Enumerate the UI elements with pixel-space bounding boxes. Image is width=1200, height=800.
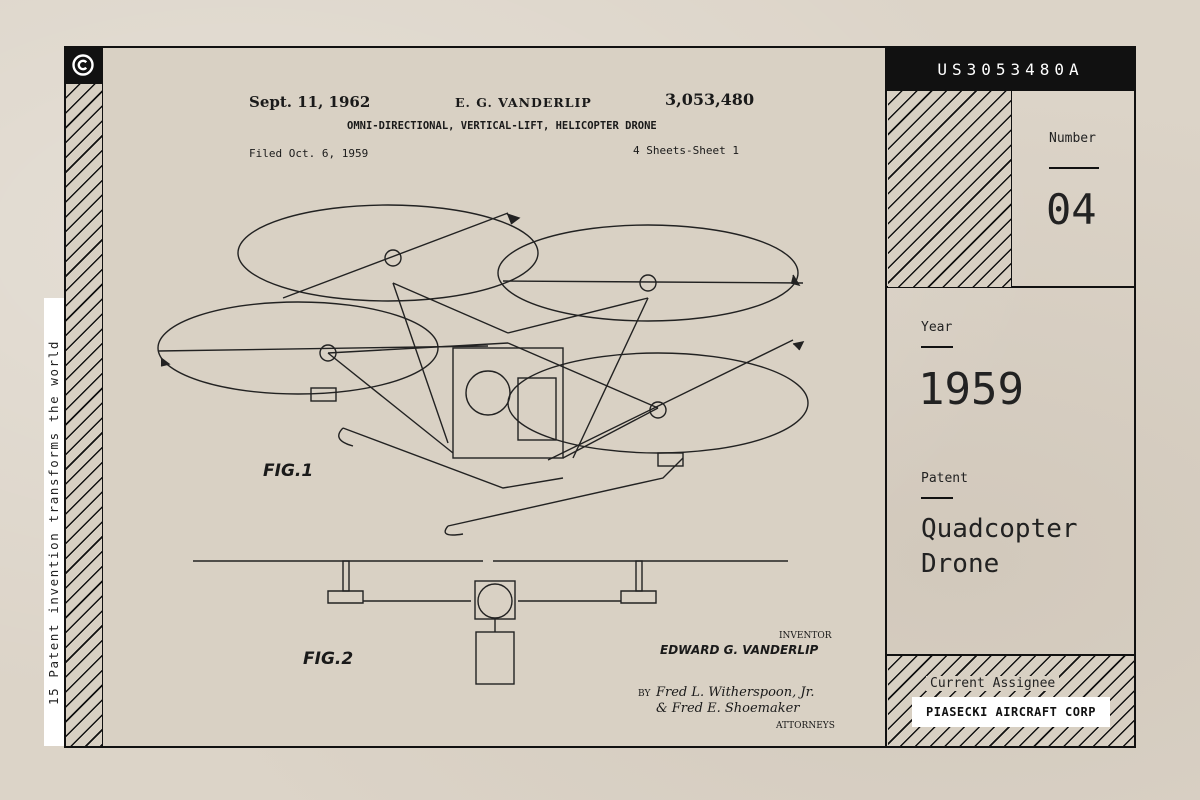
strut: [327, 352, 454, 454]
rotation-arrow: [792, 341, 805, 351]
patent-number: US3053480A: [937, 59, 1084, 79]
divider: [887, 89, 1135, 91]
strut: [572, 297, 649, 459]
rotor-disc: [497, 224, 799, 322]
rotor-hub: [319, 344, 337, 362]
sheet-sheets: 4 Sheets-Sheet 1: [633, 144, 739, 157]
patent-name: Quadcopter Drone: [921, 512, 1078, 582]
landing-skid: [342, 427, 564, 489]
divider: [1010, 90, 1012, 288]
card-frame: [64, 46, 1136, 748]
divider: [921, 346, 953, 348]
engine-nacelle: [657, 452, 684, 467]
rotor-mast: [635, 560, 643, 592]
rotor-hub: [384, 249, 402, 267]
sheet-filed: Filed Oct. 6, 1959: [249, 147, 368, 160]
fig1-drawing: [157, 204, 809, 536]
central-hub: [477, 583, 513, 619]
engine-nacelle: [310, 387, 337, 402]
side-caption: 15 Patent invention transforms the world: [44, 298, 64, 746]
info-panel: Year 1959 Patent Quadcopter Drone: [888, 288, 1134, 654]
landing-skid: [338, 427, 354, 447]
divider: [887, 654, 1135, 656]
year-label: Year: [921, 320, 953, 335]
divider: [1049, 167, 1099, 169]
sheet-number: 3,053,480: [665, 90, 754, 109]
year-value: 1959: [918, 364, 1024, 415]
divider: [885, 48, 887, 746]
attorney-signature-1: Fred L. Witherspoon, Jr.: [655, 685, 815, 700]
boom: [507, 342, 659, 409]
assignee-value: PIASECKI AIRCRAFT CORP: [912, 697, 1110, 727]
patent-name-line-2: Drone: [921, 549, 1000, 579]
rotation-arrow: [160, 357, 171, 367]
motor-bracket: [327, 590, 364, 604]
engine: [465, 370, 511, 416]
by-label: BY: [638, 689, 651, 699]
fuel-tank: [517, 377, 557, 441]
attorney-signature-2: & Fred E. Shoemaker: [656, 701, 800, 716]
hub-housing: [474, 580, 516, 620]
rotor-mast: [342, 560, 350, 592]
rotor-disc: [157, 301, 439, 395]
side-caption-text: 15 Patent invention transforms the world: [46, 339, 62, 705]
rotor-disc: [237, 204, 539, 302]
fig2-drawing: [193, 560, 788, 685]
divider: [921, 497, 953, 499]
rotor-blade: [547, 339, 794, 461]
patent-name-line-1: Quadcopter: [921, 514, 1078, 544]
motor-bracket: [620, 590, 657, 604]
assignee-label: Current Assignee: [926, 676, 1060, 691]
fig1-label: FIG.1: [263, 461, 313, 481]
strut: [562, 407, 659, 459]
strut: [392, 282, 449, 444]
patent-sheet: Sept. 11, 1962 E. G. VANDERLIP 3,053,480…: [157, 90, 835, 731]
number-cell: Number 04: [1012, 91, 1134, 287]
inventor-label: INVENTOR: [779, 631, 832, 641]
number-value: 04: [1046, 185, 1097, 234]
fuselage-frame: [452, 347, 564, 459]
rotor-disc: [507, 352, 809, 454]
number-label: Number: [1049, 131, 1096, 146]
rotor-blade: [502, 280, 804, 284]
hatch-panel-left: [66, 84, 102, 746]
inventor-name: EDWARD G. VANDERLIP: [660, 643, 819, 657]
patent-drawing: Sept. 11, 1962 E. G. VANDERLIP 3,053,480…: [103, 48, 885, 746]
boom: [327, 342, 509, 354]
rotation-arrow: [790, 274, 801, 287]
attorneys-label: ATTORNEYS: [775, 721, 835, 731]
patent-label: Patent: [921, 471, 968, 486]
boom: [507, 297, 649, 334]
fig2-label: FIG.2: [303, 649, 353, 669]
rotor-blade: [282, 212, 509, 299]
landing-skid: [447, 457, 684, 527]
sheet-title: OMNI-DIRECTIONAL, VERTICAL-LIFT, HELICOP…: [347, 120, 657, 132]
copyright-icon: [64, 46, 102, 84]
landing-skid: [444, 525, 464, 536]
sheet-inventor-header: E. G. VANDERLIP: [455, 95, 592, 110]
rotation-arrow: [506, 213, 521, 225]
patent-number-bar: US3053480A: [887, 48, 1134, 90]
rotor-hub: [649, 401, 667, 419]
hatch-panel-top: [888, 91, 1011, 287]
divider: [887, 286, 1135, 288]
rotor-hub: [639, 274, 657, 292]
boom: [392, 282, 509, 334]
sheet-date: Sept. 11, 1962: [249, 93, 370, 111]
payload-box: [475, 631, 515, 685]
